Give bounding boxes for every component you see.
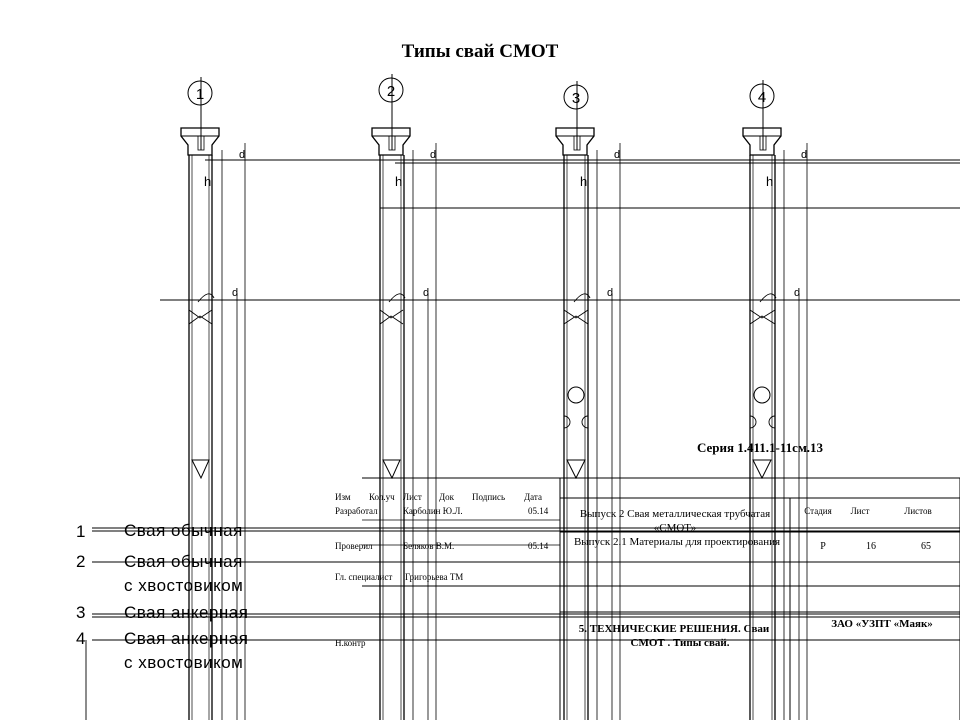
row-role: Проверил xyxy=(335,541,373,551)
dimension-mark-d: d xyxy=(614,149,620,161)
row-name: Карболин Ю.Л. xyxy=(403,506,463,516)
row-role: Гл. специалист xyxy=(335,572,392,582)
legend: 1 Свая обычная 2 Свая обычная с хвостови… xyxy=(76,521,248,672)
stage-value: Р xyxy=(820,541,826,552)
section-line-1: 5. ТЕХНИЧЕСКИЕ РЕШЕНИЯ. Сваи xyxy=(579,623,770,635)
anchor-hole xyxy=(567,386,585,404)
company-name: ЗАО «УЗПТ «Маяк» xyxy=(831,618,933,630)
pile-head-cap xyxy=(742,127,782,156)
pile-number-circle xyxy=(187,80,213,106)
issue-line-3: Выпуск 2.1 Материалы для проектирования xyxy=(574,536,780,548)
pile-4: 4 h d d xyxy=(742,80,808,720)
pile-3: 3 h d d xyxy=(555,81,621,720)
header-izm: Изм xyxy=(335,492,351,502)
dimension-mark-h: h xyxy=(580,174,587,189)
legend-text: с хвостовиком xyxy=(124,576,243,595)
pile-number-circle xyxy=(378,77,404,103)
pile-number-label: 4 xyxy=(758,89,766,106)
pile-number-circle xyxy=(749,83,775,109)
row-date: 05.14 xyxy=(528,541,549,551)
header-podpis: Подпись xyxy=(472,492,505,502)
series-label: Серия 1.411.1-11см.13 xyxy=(697,440,824,455)
stage-header: Стадия xyxy=(804,506,831,516)
pile-number-label: 1 xyxy=(196,86,204,103)
sheets-value: 65 xyxy=(921,541,931,552)
dimension-mark-d: d xyxy=(423,287,429,299)
dimension-mark-h: h xyxy=(766,174,773,189)
dimension-mark-d: d xyxy=(239,149,245,161)
issue-line-1: Выпуск 2 Свая металлическая трубчатая xyxy=(580,508,770,520)
pile-1: 1 h d d xyxy=(180,77,246,720)
pile-head-cap xyxy=(555,127,595,156)
pile-2: 2 h d d xyxy=(371,74,437,720)
header-kol-uch: Кол.уч xyxy=(369,492,395,502)
row-name: Григорьева ТМ xyxy=(405,572,463,582)
legend-number: 4 xyxy=(76,629,85,648)
section-line-2: СМОТ . Типы свай. xyxy=(631,637,730,649)
dimension-mark-h: h xyxy=(204,174,211,189)
dimension-mark-h: h xyxy=(395,174,402,189)
dimension-mark-d: d xyxy=(232,287,238,299)
legend-text: Свая анкерная xyxy=(124,629,248,648)
dimension-mark-d: d xyxy=(607,287,613,299)
legend-number: 3 xyxy=(76,603,85,622)
dimension-mark-d: d xyxy=(430,149,436,161)
drawing-title: Типы свай СМОТ xyxy=(402,41,559,62)
pile-number-label: 3 xyxy=(572,90,580,107)
header-data: Дата xyxy=(524,492,542,502)
header-list: Лист xyxy=(403,492,422,502)
legend-text: Свая обычная xyxy=(124,552,243,571)
pile-head-cap xyxy=(180,127,220,156)
title-block-frame xyxy=(362,477,960,720)
sheet-header: Лист xyxy=(851,506,870,516)
dimension-mark-d: d xyxy=(794,287,800,299)
legend-text: Свая обычная xyxy=(124,521,243,540)
legend-leader-lines xyxy=(85,527,960,720)
anchor-hole xyxy=(753,386,771,404)
sheet-value: 16 xyxy=(866,541,876,552)
legend-number: 2 xyxy=(76,552,85,571)
row-role: Разработал xyxy=(335,506,378,516)
dimension-mark-d: d xyxy=(801,149,807,161)
pile-head-cap xyxy=(371,127,411,156)
header-dok: Док xyxy=(439,492,455,502)
legend-number: 1 xyxy=(76,522,85,541)
sheets-header: Листов xyxy=(904,506,931,516)
pile-number-circle xyxy=(563,84,589,110)
pile-number-label: 2 xyxy=(387,83,395,100)
row-date: 05.14 xyxy=(528,506,549,516)
legend-text: Свая анкерная xyxy=(124,603,248,622)
row-role: Н.контр xyxy=(335,638,366,648)
horizontal-leader-lines xyxy=(160,159,960,301)
legend-text: с хвостовиком xyxy=(124,653,243,672)
title-block: Серия 1.411.1-11см.13 Изм Кол.уч Лист До… xyxy=(335,440,933,649)
row-name: Беляков В.М. xyxy=(403,541,454,551)
